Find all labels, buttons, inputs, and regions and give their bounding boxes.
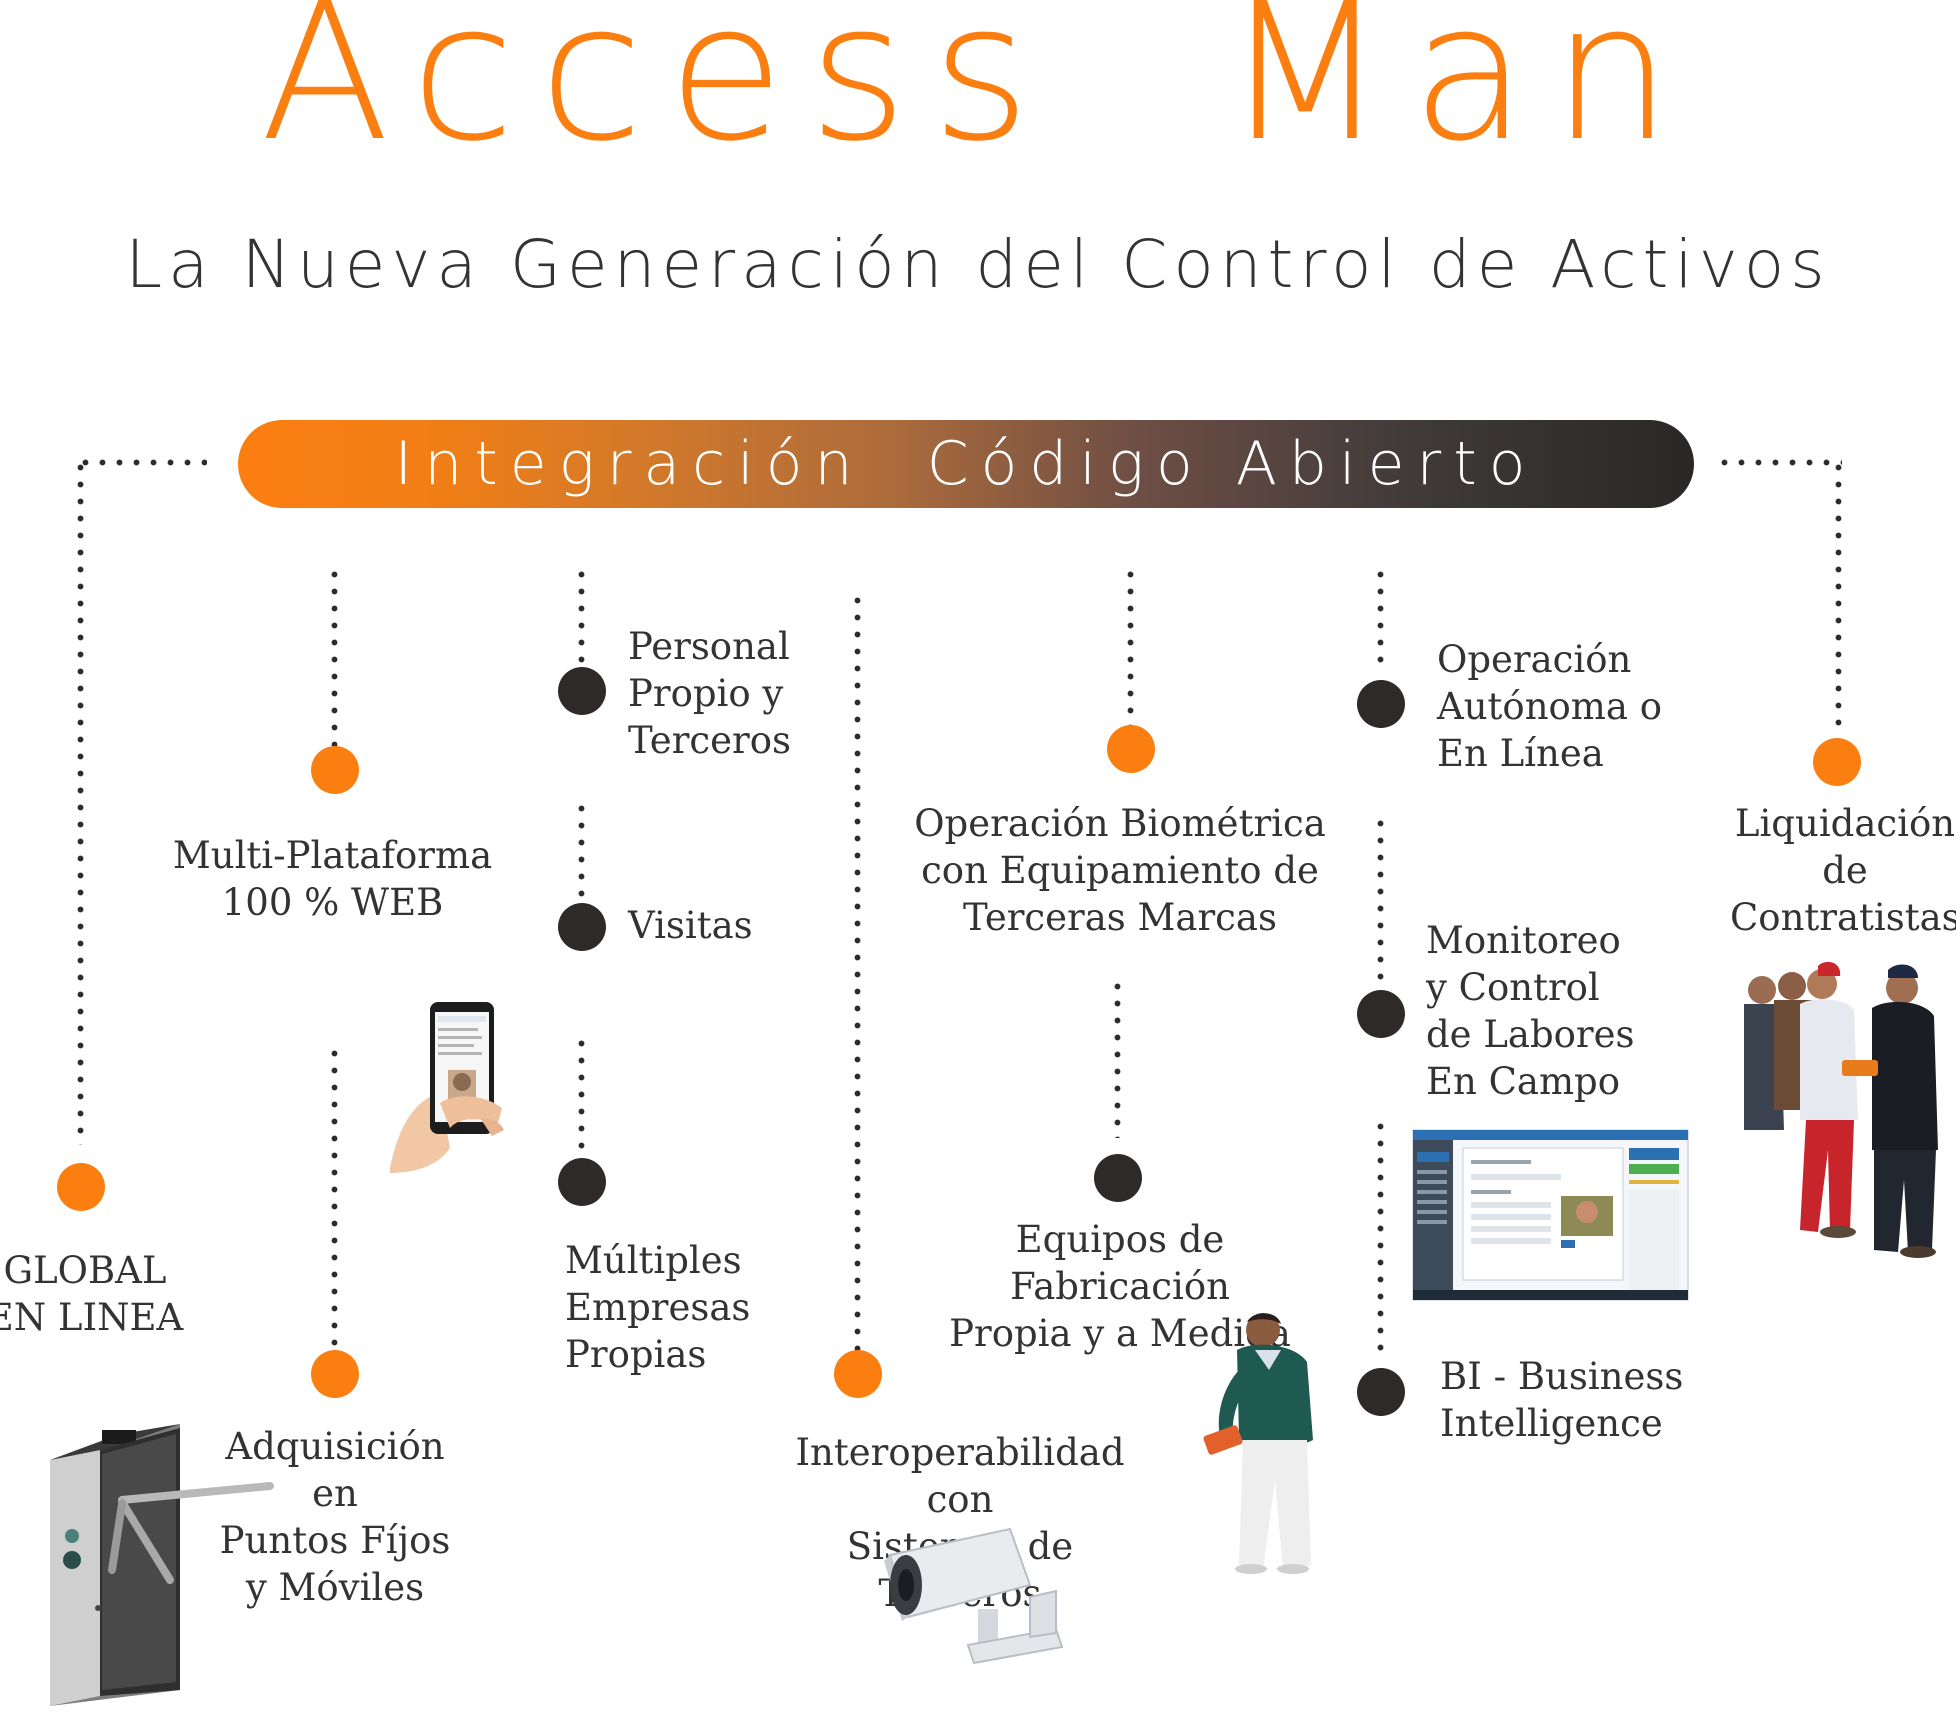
- visitas-bullet: [558, 903, 606, 951]
- frame-line-left-top: [77, 459, 207, 466]
- biometrica-bullet: [1107, 725, 1155, 773]
- label-visitas: Visitas: [628, 904, 753, 947]
- label-personal: Personal Propio y Terceros: [628, 625, 791, 762]
- connector-liquidacion: [1835, 459, 1842, 731]
- label-adquisicion: Adquisición en Puntos Fíjos y Móviles: [219, 1425, 451, 1609]
- connector-equipos: [1114, 978, 1121, 1138]
- frame-line-right-top: [1716, 459, 1842, 466]
- adquisicion-bullet: [311, 1350, 359, 1398]
- security-camera-icon: [884, 1527, 1064, 1665]
- equipos-bullet: [1094, 1154, 1142, 1202]
- web-dashboard-screenshot-icon: [1412, 1129, 1689, 1301]
- connector-empresas: [578, 1035, 585, 1150]
- label-interoperabilidad: Interoperabilidad con Sistemas de Tercer…: [795, 1431, 1125, 1615]
- label-empresas: Múltiples Empresas Propias: [565, 1239, 751, 1376]
- label-monitoreo: Monitoreo y Control de Labores En Campo: [1426, 919, 1635, 1103]
- connector-autonoma: [1377, 566, 1384, 666]
- monitoreo-bullet: [1357, 990, 1405, 1038]
- banner-text: Integración Código Abierto: [394, 429, 1538, 499]
- label-bi: BI - Business Intelligence: [1440, 1355, 1684, 1445]
- connector-interoperabilidad: [854, 592, 861, 1352]
- field-workers-group-icon: [1744, 961, 1938, 1258]
- label-biometrica: Operación Biométrica con Equipamiento de…: [914, 802, 1326, 939]
- label-liquidacion: Liquidación de Contratistas: [1730, 802, 1956, 939]
- autonoma-bullet: [1357, 680, 1405, 728]
- connector-visitas: [578, 800, 585, 900]
- liquidacion-bullet: [1813, 738, 1861, 786]
- smartphone-in-hand-icon: [390, 1002, 504, 1173]
- label-multiplataforma: Multi-Plataforma 100 % WEB: [172, 834, 493, 924]
- connector-global: [77, 459, 84, 1145]
- empresas-bullet: [558, 1158, 606, 1206]
- main-title: Access Man: [259, 0, 1696, 183]
- connector-monitoreo: [1377, 815, 1384, 985]
- label-global: GLOBAL EN LINEA: [0, 1249, 184, 1339]
- connector-biometrica: [1127, 566, 1134, 734]
- connector-multiplataforma: [331, 566, 338, 748]
- personal-bullet: [558, 667, 606, 715]
- tripod-turnstile-icon: [50, 1424, 274, 1706]
- multiplataforma-bullet: [311, 746, 359, 794]
- label-autonoma: Operación Autónoma o En Línea: [1437, 638, 1662, 775]
- connector-adquisicion: [331, 1045, 338, 1357]
- connector-personal: [578, 566, 585, 676]
- connector-bi: [1377, 1118, 1384, 1358]
- worker-with-handheld-device-icon: [1203, 1313, 1313, 1574]
- global-bullet: [57, 1163, 105, 1211]
- interoperabilidad-bullet: [834, 1350, 882, 1398]
- bi-bullet: [1357, 1368, 1405, 1416]
- integration-banner: Integración Código Abierto: [238, 420, 1694, 508]
- subtitle: La Nueva Generación del Control de Activ…: [125, 226, 1831, 303]
